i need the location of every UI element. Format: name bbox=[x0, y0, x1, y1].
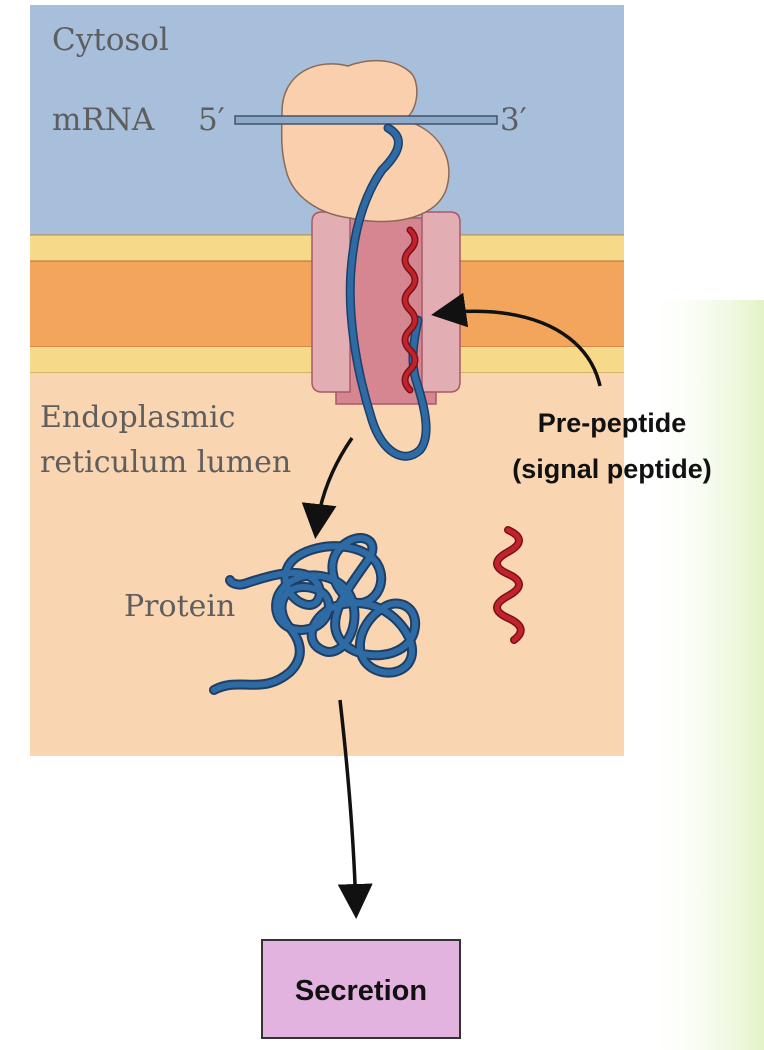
three-prime-label: 3′ bbox=[500, 102, 527, 138]
er-lumen-label-line1: Endoplasmic bbox=[40, 400, 235, 435]
translocon-channel bbox=[312, 212, 460, 404]
secretion-label: Secretion bbox=[295, 975, 427, 1007]
mrna-label: mRNA bbox=[52, 102, 155, 138]
cytosol-label: Cytosol bbox=[52, 22, 169, 58]
prepeptide-label-line1: Pre-peptide bbox=[538, 408, 687, 438]
er-lumen-label-line2: reticulum lumen bbox=[40, 445, 291, 480]
five-prime-label: 5′ bbox=[198, 102, 225, 138]
mrna-strand bbox=[235, 116, 497, 124]
protein-label: Protein bbox=[124, 589, 235, 624]
prepeptide-label-line2: (signal peptide) bbox=[512, 454, 712, 484]
